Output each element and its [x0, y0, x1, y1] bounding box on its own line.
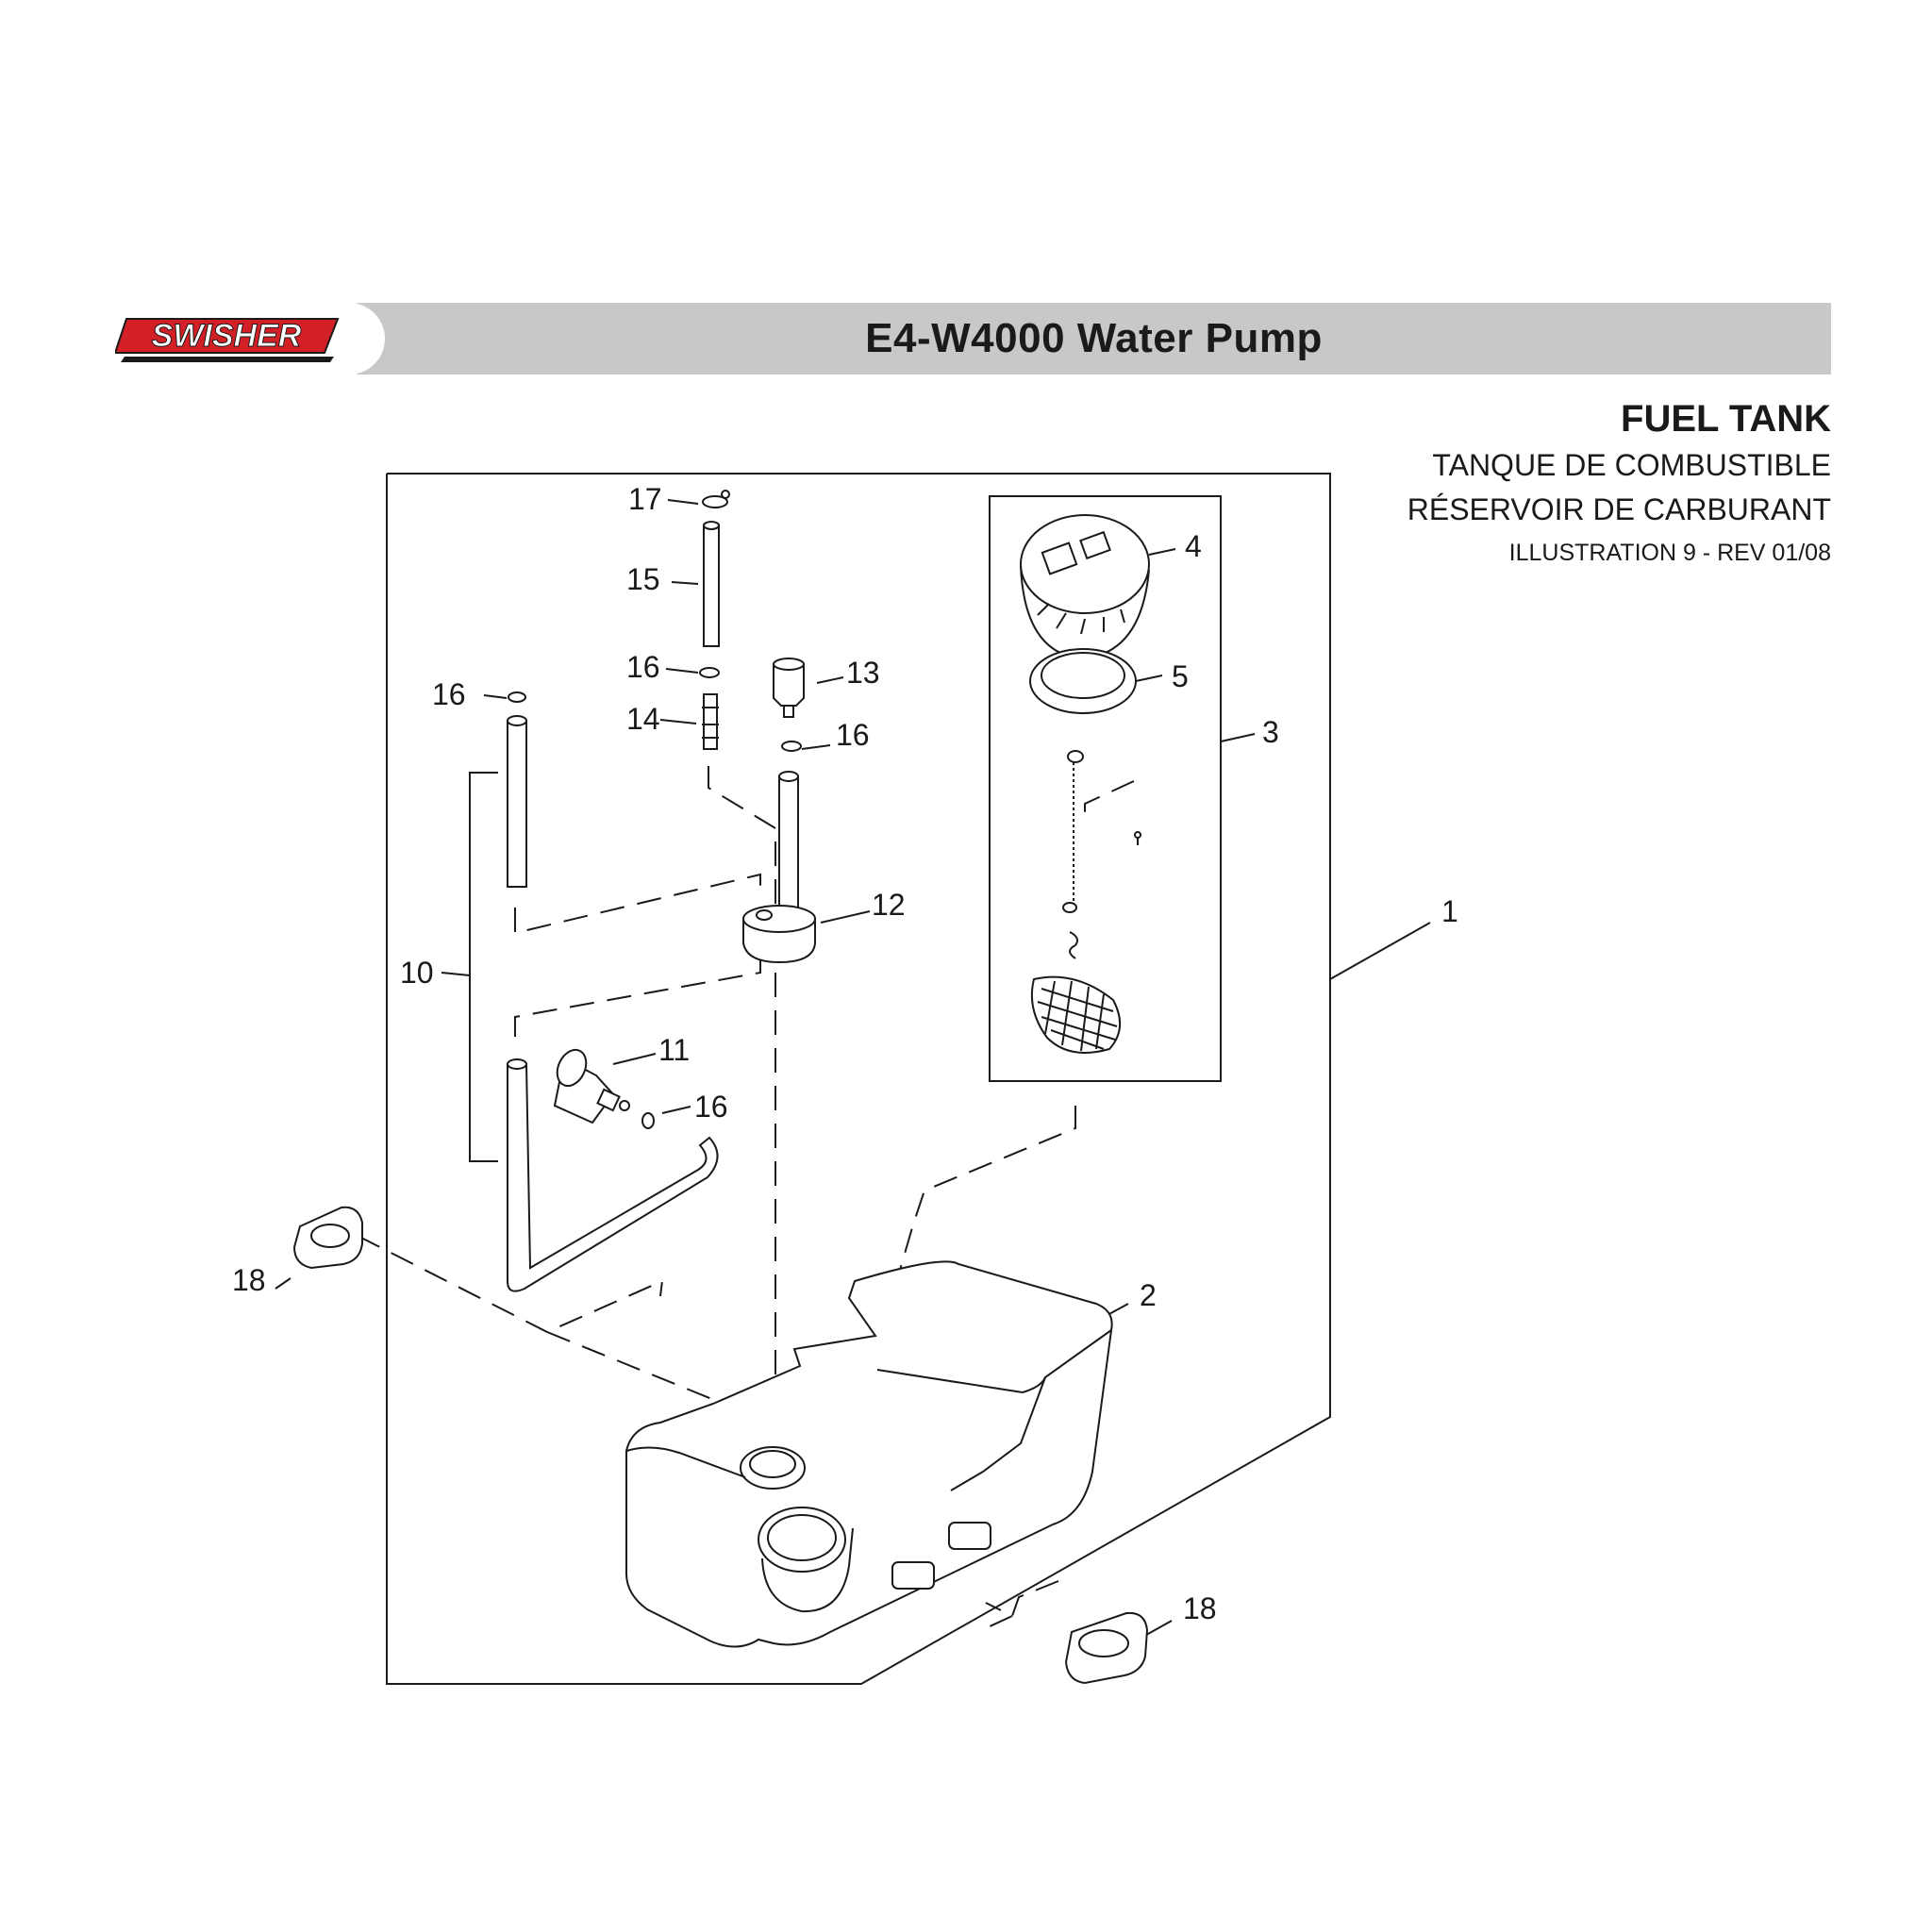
section-title: FUEL TANK — [1621, 398, 1831, 440]
callout-10: 10 — [400, 956, 434, 990]
callout-1: 1 — [1441, 894, 1458, 928]
gasket-part-5 — [1029, 648, 1137, 714]
callout-3: 3 — [1262, 715, 1279, 749]
grommet-part-18 — [292, 1206, 1149, 1685]
callout-12: 12 — [872, 888, 906, 922]
section-title-french: RÉSERVOIR DE CARBURANT — [1407, 492, 1831, 526]
callout-18b: 18 — [1183, 1591, 1217, 1625]
callout-13: 13 — [846, 656, 880, 690]
clip-part-17 — [702, 490, 730, 508]
o-ring-icon — [508, 667, 802, 1129]
title-block: FUEL TANK TANQUE DE COMBUSTIBLE RÉSERVOI… — [1407, 394, 1831, 574]
callout-18a: 18 — [232, 1263, 266, 1297]
swisher-logo: SWISHER — [115, 318, 340, 362]
callout-16c: 16 — [836, 718, 870, 752]
callout-11: 11 — [658, 1033, 690, 1067]
svg-text:SWISHER: SWISHER — [152, 318, 302, 354]
callout-16b: 16 — [626, 650, 660, 684]
fuel-line-part-10 — [507, 715, 799, 1292]
cap-assembly-box — [989, 495, 1222, 1082]
assembly-frame — [386, 473, 1331, 1685]
callout-16d: 16 — [694, 1090, 728, 1124]
callout-14: 14 — [626, 702, 660, 736]
callout-2: 2 — [1140, 1278, 1157, 1312]
strainer-screen — [1030, 975, 1121, 1054]
fuel-filter-part-11 — [553, 1048, 630, 1124]
grommet-part-12 — [742, 905, 816, 964]
header-band — [357, 303, 1831, 375]
callout-15: 15 — [626, 562, 660, 596]
section-title-spanish: TANQUE DE COMBUSTIBLE — [1432, 448, 1831, 482]
fuel-tank-part-2 — [625, 1260, 1113, 1648]
chain-assembly — [1062, 750, 1141, 959]
callout-16a: 16 — [432, 677, 466, 711]
page-title: E4-W4000 Water Pump — [865, 315, 1323, 361]
callout-17: 17 — [628, 482, 662, 516]
callout-4: 4 — [1185, 529, 1202, 563]
illustration-ref: ILLUSTRATION 9 - REV 01/08 — [1508, 540, 1831, 566]
callout-5: 5 — [1172, 659, 1189, 693]
fitting-part-14 — [702, 693, 719, 750]
tube-part-15 — [703, 521, 720, 647]
fuel-cap-part-4 — [1020, 514, 1150, 660]
strainer-part-13 — [773, 658, 805, 718]
